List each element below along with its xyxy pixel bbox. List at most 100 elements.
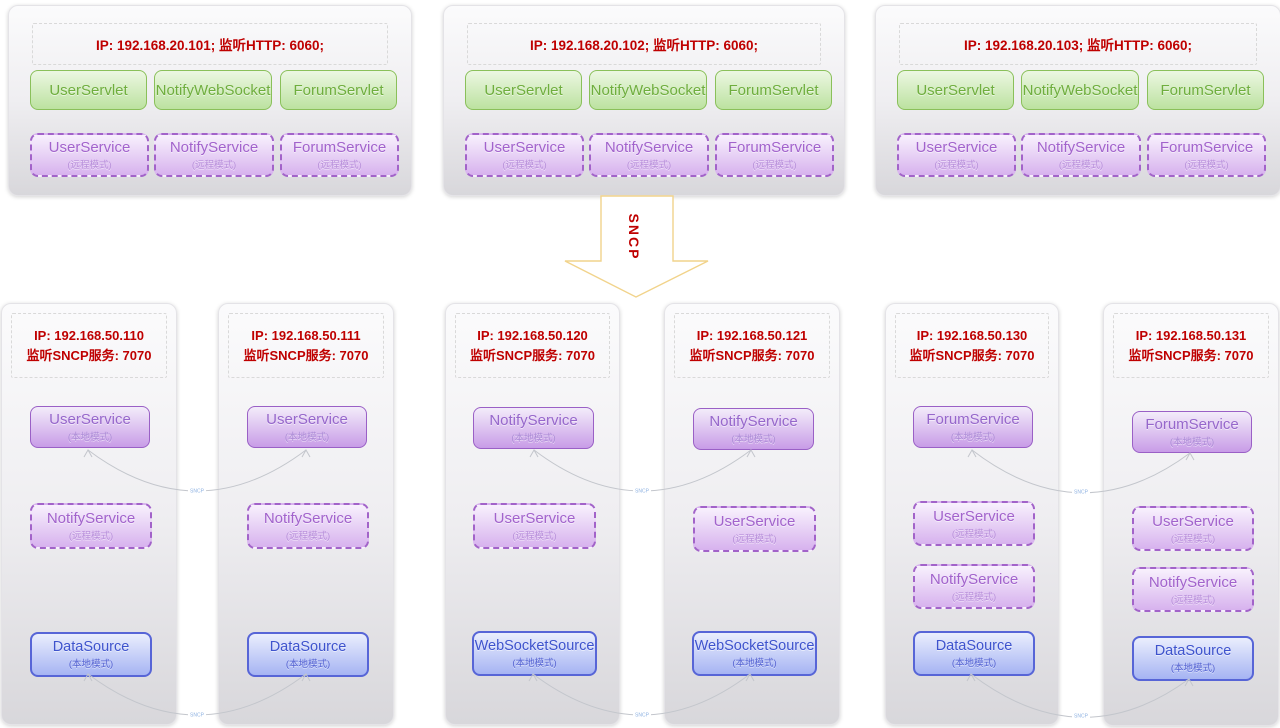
- source-mode: (本地模式): [951, 658, 997, 669]
- ip-line: IP: 192.168.50.131: [1135, 327, 1247, 343]
- sncp-flow-arrow: SNCP: [564, 195, 709, 298]
- service-mode: (远程模式): [1184, 160, 1229, 171]
- sncp-node-card-131: IP: 192.168.50.131 监听SNCP服务: 7070 ForumS…: [1103, 303, 1279, 726]
- websocketsource-box: WebSocketSource (本地模式): [472, 631, 597, 676]
- servlet-box: NotifyWebSocket: [154, 70, 272, 110]
- service-name: NotifyService: [709, 413, 798, 430]
- service-mode: (远程模式): [512, 531, 557, 542]
- ip-header-text: IP: 192.168.20.103; 监听HTTP: 6060;: [963, 38, 1193, 53]
- http-node-card-103: IP: 192.168.20.103; 监听HTTP: 6060; UserSe…: [875, 5, 1280, 196]
- service-mode: (本地模式): [731, 434, 776, 445]
- service-box-remote: UserService (远程模式): [473, 503, 596, 549]
- source-name: DataSource: [52, 639, 130, 655]
- connector-label: SNCP: [635, 713, 650, 719]
- service-name: NotifyService: [46, 510, 136, 527]
- servlet-box: NotifyWebSocket: [589, 70, 707, 110]
- service-box-remote: NotifyService (远程模式): [30, 503, 152, 549]
- listen-line: 监听SNCP服务: 7070: [689, 347, 815, 363]
- source-name: DataSource: [269, 639, 347, 655]
- service-mode: (远程模式): [951, 528, 997, 540]
- service-name: NotifyService: [169, 139, 259, 156]
- servlet-box: ForumServlet: [280, 70, 397, 110]
- connector-label: SNCP: [635, 489, 650, 495]
- service-mode: (本地模式): [1169, 437, 1215, 448]
- sncp-node-card-111: IP: 192.168.50.111 监听SNCP服务: 7070 UserSe…: [218, 303, 394, 725]
- service-mode: (本地模式): [950, 432, 996, 443]
- service-box-remote: UserService(远程模式): [897, 133, 1016, 177]
- service-box-remote: ForumService(远程模式): [1147, 133, 1266, 177]
- service-box-remote: UserService(远程模式): [1132, 506, 1254, 551]
- service-name: UserService: [266, 411, 348, 428]
- sncp-node-card-120: IP: 192.168.50.120 监听SNCP服务: 7070 Notify…: [445, 303, 620, 725]
- source-mode: (本地模式): [285, 659, 331, 670]
- service-name: NotifyService: [263, 510, 353, 527]
- connector-label: SNCP: [190, 489, 205, 495]
- service-box-local: UserService(本地模式): [30, 406, 150, 448]
- service-name: NotifyService: [1036, 139, 1126, 156]
- service-name: UserService: [493, 510, 576, 527]
- service-name: NotifyService: [929, 570, 1019, 588]
- servlet-label: NotifyWebSocket: [590, 81, 706, 99]
- servlet-label: NotifyWebSocket: [155, 81, 271, 99]
- label-backing: [633, 711, 651, 718]
- servlet-label: ForumServlet: [1160, 81, 1251, 99]
- ip-header-text: IP: 192.168.20.102; 监听HTTP: 6060;: [529, 38, 759, 53]
- http-node-card-101: IP: 192.168.20.101; 监听HTTP: 6060; UserSe…: [8, 5, 412, 196]
- service-name: UserService: [1152, 512, 1234, 530]
- source-mode: (本地模式): [732, 658, 777, 669]
- service-name: NotifyService: [489, 412, 578, 429]
- label-backing: [188, 487, 206, 494]
- ip-line: IP: 192.168.50.111: [251, 327, 361, 343]
- ip-header: IP: 192.168.50.111 监听SNCP服务: 7070: [228, 313, 384, 378]
- label-backing: [188, 711, 206, 718]
- service-name: ForumService: [292, 139, 387, 156]
- service-box-remote: NotifyService(远程模式): [589, 133, 709, 177]
- service-mode: (远程模式): [752, 160, 797, 171]
- source-mode: (本地模式): [512, 658, 557, 669]
- service-box-remote: NotifyService (远程模式): [913, 564, 1035, 609]
- service-box-remote: NotifyService(远程模式): [1132, 567, 1254, 612]
- listen-line: 监听SNCP服务: 7070: [470, 347, 595, 363]
- flow-arrow-shape: [564, 195, 709, 298]
- source-mode: (本地模式): [1170, 663, 1216, 674]
- service-name: UserService: [713, 513, 796, 530]
- service-box-remote: ForumService(远程模式): [280, 133, 399, 177]
- servlet-box: NotifyWebSocket: [1021, 70, 1139, 110]
- label-backing: [1072, 488, 1090, 495]
- servlet-box: ForumServlet: [1147, 70, 1264, 110]
- ip-header: IP: 192.168.20.101; 监听HTTP: 6060;: [32, 23, 388, 65]
- service-mode: (本地模式): [511, 433, 556, 444]
- service-mode: (远程模式): [67, 160, 112, 171]
- source-name: WebSocketSource: [474, 638, 595, 654]
- service-box-local: ForumService (本地模式): [913, 406, 1033, 448]
- service-box-local: NotifyService (本地模式): [473, 407, 594, 449]
- service-box-local: ForumService (本地模式): [1132, 411, 1252, 453]
- service-mode: (远程模式): [68, 531, 114, 542]
- service-name: ForumService: [1145, 416, 1239, 433]
- ip-header: IP: 192.168.20.102; 监听HTTP: 6060;: [467, 23, 821, 65]
- listen-line: 监听SNCP服务: 7070: [1128, 347, 1254, 363]
- service-name: ForumService: [926, 411, 1020, 428]
- listen-line: 监听SNCP服务: 7070: [26, 347, 152, 363]
- service-box-remote: UserService(远程模式): [693, 506, 816, 552]
- ip-header: IP: 192.168.50.121 监听SNCP服务: 7070: [674, 313, 830, 378]
- service-mode: (远程模式): [502, 160, 547, 171]
- datasource-box: DataSource(本地模式): [30, 632, 152, 677]
- service-box-remote: UserService(远程模式): [913, 501, 1035, 546]
- ip-header: IP: 192.168.50.110 监听SNCP服务: 7070: [11, 313, 167, 378]
- sncp-node-card-130: IP: 192.168.50.130 监听SNCP服务: 7070 ForumS…: [885, 303, 1059, 725]
- servlet-box: UserServlet: [897, 70, 1014, 110]
- datasource-box: DataSource (本地模式): [1132, 636, 1254, 681]
- service-name: UserService: [483, 139, 566, 156]
- ip-header: IP: 192.168.50.131 监听SNCP服务: 7070: [1113, 313, 1269, 378]
- ip-header-text: IP: 192.168.20.101; 监听HTTP: 6060;: [95, 38, 325, 53]
- service-name: NotifyService: [604, 139, 694, 156]
- servlet-label: ForumServlet: [728, 81, 819, 99]
- servlet-label: UserServlet: [484, 81, 563, 99]
- service-mode: (远程模式): [285, 531, 331, 542]
- ip-line: IP: 192.168.50.130: [916, 327, 1028, 343]
- source-name: DataSource: [1154, 643, 1232, 659]
- service-box-remote: UserService (远程模式): [465, 133, 584, 177]
- service-mode: (远程模式): [951, 591, 997, 603]
- ip-header: IP: 192.168.50.120 监听SNCP服务: 7070: [455, 313, 610, 378]
